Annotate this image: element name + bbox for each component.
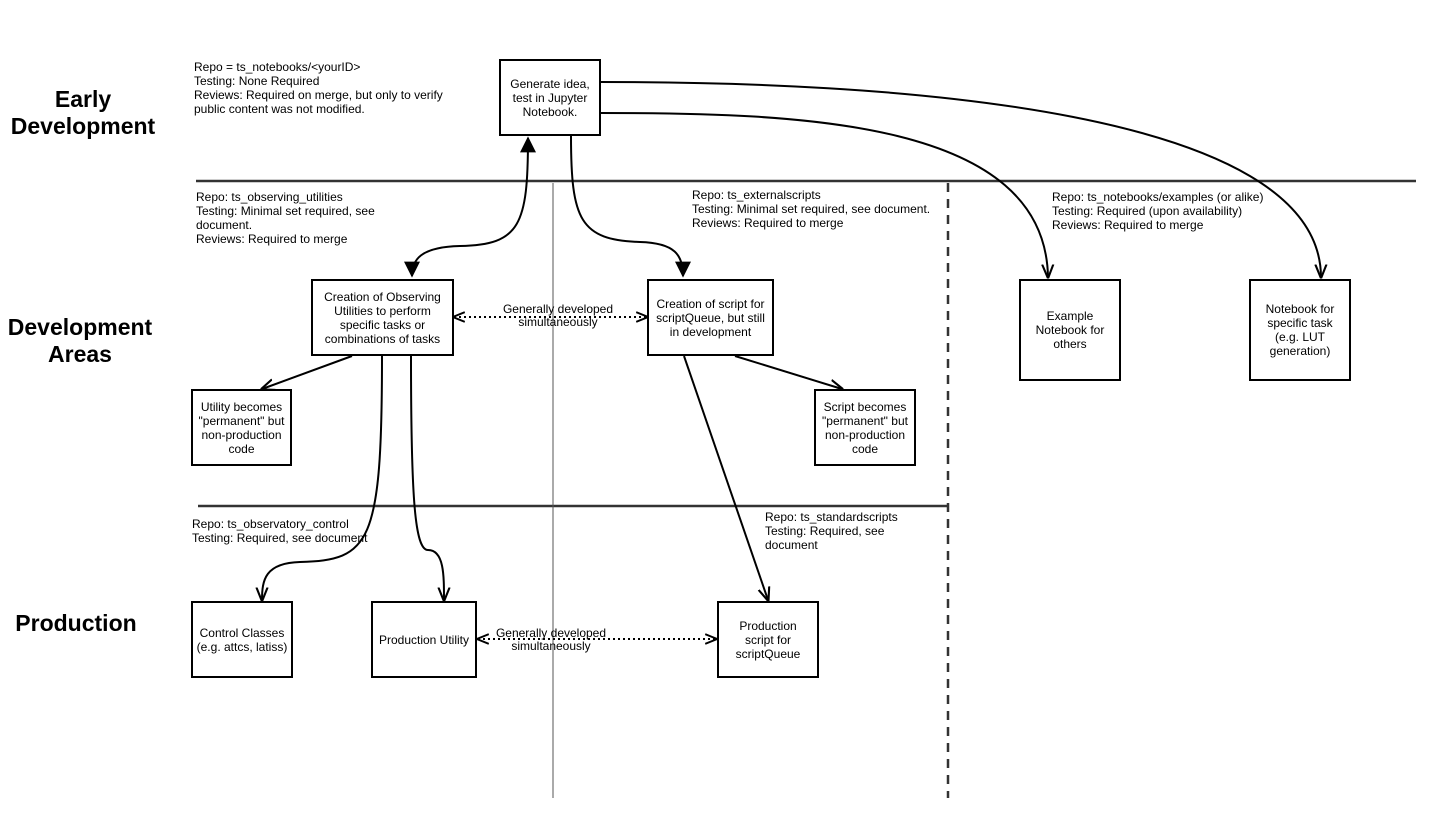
section-label-early-development: Early Development: [10, 86, 156, 139]
node-production-utility: Production Utility: [371, 601, 477, 678]
edge-generate-example: [599, 112, 1048, 277]
note-ts-observatory-control: Repo: ts_observatory_control Testing: Re…: [192, 517, 368, 545]
edge-generate-task: [599, 81, 1321, 277]
note-ts-externalscripts: Repo: ts_externalscripts Testing: Minima…: [692, 188, 931, 230]
node-script-creation: Creation of script for scriptQueue, but …: [647, 279, 774, 356]
edge-utilities-prod-utility: [410, 355, 444, 600]
edge-label-simultaneous-dev: Generally developed simultaneously: [502, 302, 614, 329]
edge-script-permanent: [734, 355, 842, 389]
section-label-production: Production: [15, 610, 137, 636]
node-script-permanent: Script becomes "permanent" but non-produ…: [814, 389, 916, 466]
node-observing-utilities: Creation of Observing Utilities to perfo…: [311, 279, 454, 356]
node-example-notebook: Example Notebook for others: [1019, 279, 1121, 381]
node-task-notebook: Notebook for specific task (e.g. LUT gen…: [1249, 279, 1351, 381]
node-utility-permanent: Utility becomes "permanent" but non-prod…: [191, 389, 292, 466]
node-production-script: Production script for scriptQueue: [717, 601, 819, 678]
edge-script-prod-script: [683, 355, 768, 600]
edge-generate-utilities: [404, 136, 536, 278]
edge-label-simultaneous-prod: Generally developed simultaneously: [495, 626, 607, 653]
note-ts-observing-utilities: Repo: ts_observing_utilities Testing: Mi…: [196, 190, 375, 246]
note-ts-notebooks-examples: Repo: ts_notebooks/examples (or alike) T…: [1052, 190, 1264, 232]
edge-utilities-permanent: [262, 355, 353, 389]
note-ts-notebooks: Repo = ts_notebooks/<yourID> Testing: No…: [194, 60, 443, 116]
edge-utilities-control: [262, 355, 383, 600]
edge-generate-script: [570, 135, 691, 278]
node-generate-idea: Generate idea, test in Jupyter Notebook.: [499, 59, 601, 136]
node-control-classes: Control Classes (e.g. attcs, latiss): [191, 601, 293, 678]
note-ts-standardscripts: Repo: ts_standardscripts Testing: Requir…: [765, 510, 898, 552]
section-label-development-areas: Development Areas: [7, 314, 153, 367]
